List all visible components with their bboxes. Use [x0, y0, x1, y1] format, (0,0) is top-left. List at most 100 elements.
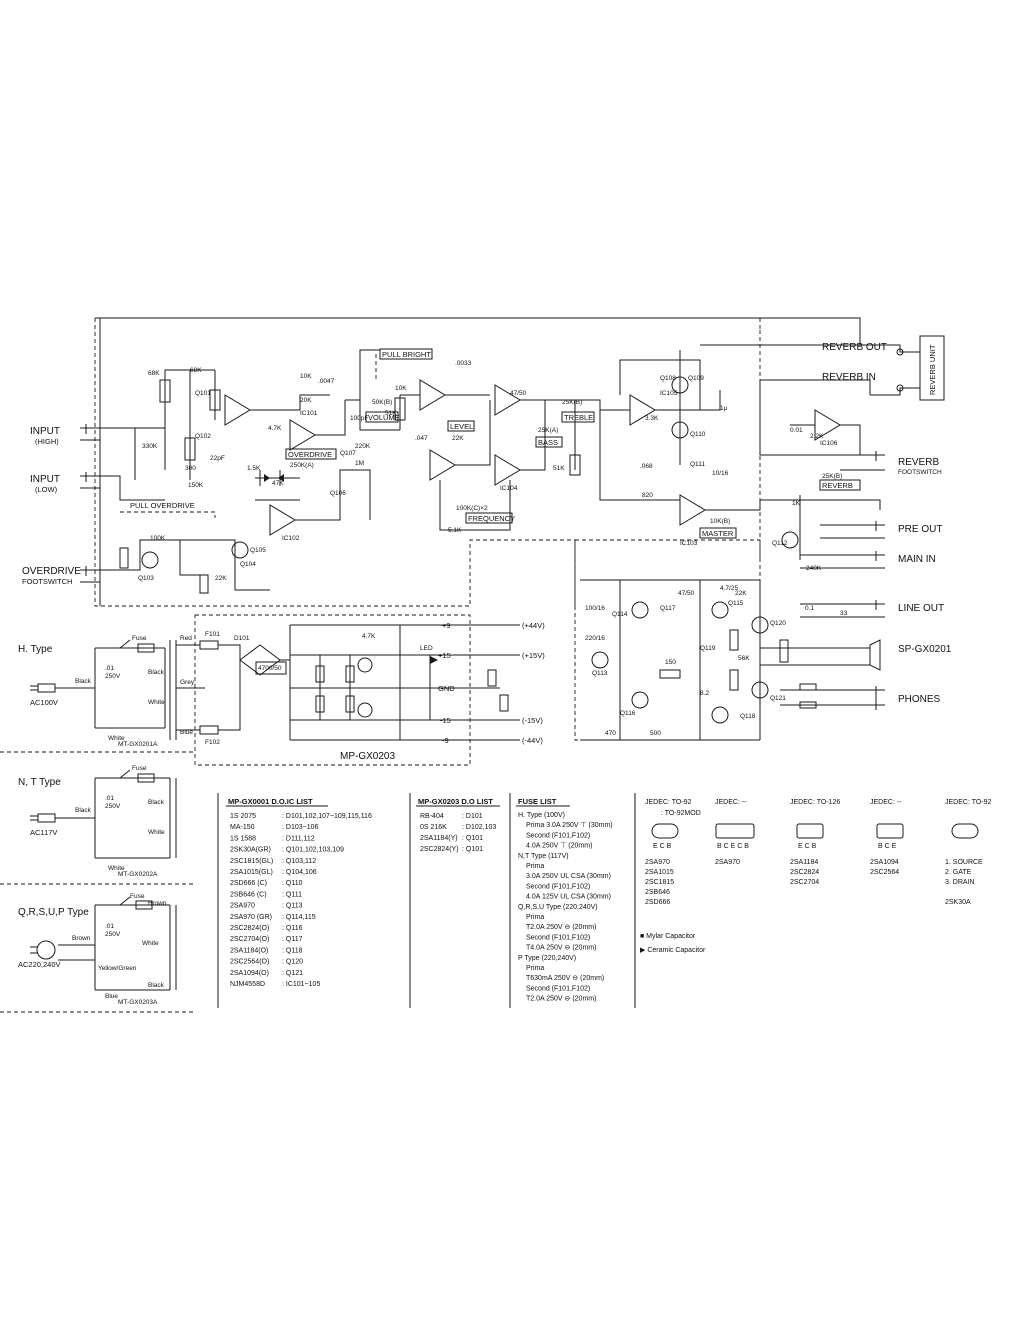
mains-h-type: H. Type Fuse .01 250V AC100V Black Black…: [18, 635, 166, 748]
component-value: 22pF: [210, 455, 225, 462]
jedec-part: 2SA970: [645, 859, 670, 866]
ic-label: IC103: [680, 540, 698, 547]
transistor-label: Q101: [195, 390, 211, 397]
jedec-part: 2SC1815: [645, 879, 674, 886]
ic102a-opamp: [419, 379, 446, 411]
ic101a-opamp: [224, 394, 251, 426]
transistor-label: Q112: [772, 540, 788, 547]
transistor-label: Q111: [690, 461, 705, 468]
fuse-list-row: Second (F101,F102): [526, 985, 590, 992]
line-out-label: LINE OUT: [898, 603, 944, 614]
table-mp-gx0203-title: MP-GX0203 D.O LIST: [418, 797, 493, 806]
mains-nt-fuse-label: Fuse: [132, 765, 147, 772]
mains-nt-cap-label: .01: [105, 795, 114, 802]
table-row-part: RB-404: [420, 813, 444, 820]
jedec-part: 1. SOURCE: [945, 859, 983, 866]
component-value: 47/50: [510, 390, 527, 397]
transistor-label: Q105: [250, 547, 266, 554]
transistor-label: Q115: [728, 600, 744, 607]
mains-qrsup-wire2: White: [142, 940, 159, 947]
table-row-use: : Q103,112: [282, 858, 316, 865]
ic106-master-opamp: [679, 494, 706, 526]
table-row-part: 2SA970: [230, 903, 255, 910]
ic104-opamp: [494, 454, 521, 486]
component-value: 1M: [355, 460, 364, 467]
line-out-jack: LINE OUT: [800, 600, 944, 618]
table-row-use: : D111,112: [282, 835, 315, 842]
table-row-use: : Q116: [282, 925, 303, 932]
mains-qrsup-wire0: Brown: [72, 935, 91, 942]
transistor-label: Q118: [740, 713, 756, 720]
table-row-use: : Q111: [282, 891, 302, 898]
supply-neg15-label: (-15V): [522, 716, 543, 725]
table-row-part: 2SC2824(Y): [420, 846, 459, 853]
bass-control-label: BASS: [538, 438, 558, 447]
input-low-jack: INPUT (LOW): [30, 472, 100, 494]
component-value: .047: [415, 435, 428, 442]
component-value: 4.7/25: [720, 585, 738, 592]
component-value: 0.01: [790, 427, 803, 434]
mains-nt-cap-v-label: 250V: [105, 803, 121, 810]
component-value: 150: [665, 659, 676, 666]
supply-pos44-label: (+44V): [522, 621, 545, 630]
mains-qrsup-type-label: Q,R,S,U,P Type: [18, 907, 89, 918]
component-value: 22K: [735, 590, 747, 597]
input-high-jack: INPUT (HIGH): [30, 424, 100, 446]
main-pcb-outline: [94, 317, 761, 607]
overdrive-fs-sub-label: FOOTSWITCH: [22, 577, 72, 586]
input-high-sub-label: (HIGH): [35, 437, 59, 446]
speaker-label: SP-GX0201: [898, 644, 952, 655]
component-value: 51K: [385, 410, 397, 417]
mains-h-type-label: H. Type: [18, 644, 53, 655]
transistor-label: Q106: [330, 490, 346, 497]
table-row-use: : Q121: [282, 970, 303, 977]
table-row-part: 2SA970 (GR): [230, 914, 272, 921]
component-value: .068: [640, 463, 653, 470]
table-row-use: : Q110: [282, 880, 303, 887]
pull-bright-label: PULL BRIGHT: [382, 350, 431, 359]
fuse-list-row: Second (F101,F102): [526, 883, 590, 890]
component-value: 1μ: [720, 405, 728, 412]
fuse-list-row: 4.0A 125V UL CSA (30mm): [526, 894, 611, 901]
speaker-output: SP-GX0201: [760, 639, 952, 671]
transistor-package-outline: [951, 823, 979, 839]
reverb-out-label: REVERB OUT: [822, 342, 887, 353]
ic-label: IC101: [300, 410, 318, 417]
component-value: 10/16: [712, 470, 729, 477]
level-control-label: LEVEL: [450, 422, 473, 431]
component-value: .0047: [318, 378, 335, 385]
jedec-part: 2SA1184: [790, 859, 818, 866]
mains-nt-wire3: White: [108, 865, 125, 872]
component-value: 150K: [188, 482, 204, 489]
component-value: 100/16: [585, 605, 605, 612]
transistor-label: Q113: [592, 670, 608, 677]
table-row-part: MA-150: [230, 824, 255, 831]
master-pot-value: 10K(B): [710, 518, 730, 525]
mains-nt-type-label: N, T Type: [18, 777, 61, 788]
table-mp-gx0001-title: MP-GX0001 D.O.IC LIST: [228, 797, 313, 806]
table-row-use: : Q114,115: [282, 914, 316, 921]
component-value: 500: [650, 730, 661, 737]
table-fuse-list-title: FUSE LIST: [518, 797, 557, 806]
table-row-use: : Q101,102,103,109: [282, 847, 344, 854]
fuse-list-row: T630mA 250V ⊖ (20mm): [526, 975, 604, 982]
mains-h-cap-label: .01: [105, 665, 114, 672]
table-row-use: : D101: [462, 813, 483, 820]
reverb-fs-label: REVERB: [898, 457, 939, 468]
table-row-part: 1S 2075: [230, 813, 256, 820]
ic102b-opamp: [429, 449, 456, 481]
transistor-label: Q104: [240, 561, 256, 568]
table-row-part: 2SA1094(O): [230, 970, 269, 977]
transistor-label: Q116: [620, 710, 636, 717]
filter-cap-label: 4700/50: [258, 665, 282, 672]
pre-out-jack: PRE OUT: [820, 521, 942, 539]
power-board-label: MP-GX0203: [340, 751, 395, 762]
transistor-label: Q114: [612, 611, 628, 618]
fuse-list-row: N,T Type (117V): [518, 853, 569, 860]
mains-nt-plug-label: AC117V: [30, 828, 57, 837]
table-row-part: 2SB646 (C): [230, 891, 267, 898]
reverb-fs-sub-label: FOOTSWITCH: [898, 469, 942, 476]
mains-nt-wire0: Black: [75, 807, 92, 814]
volume-control-label: VOLUME: [368, 413, 400, 422]
